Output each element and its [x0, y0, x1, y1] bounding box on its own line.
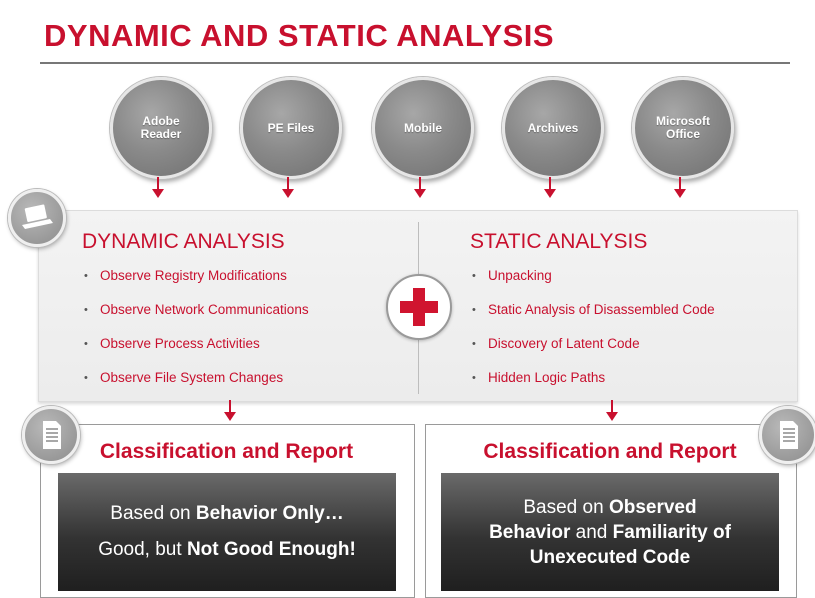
verdict-emphasis: Not Good Enough!: [186, 539, 356, 560]
verdict-line: Based on Observed: [523, 495, 696, 520]
input-label: Archives: [527, 120, 579, 135]
verdict-line: Unexecuted Code: [530, 545, 690, 570]
dynamic-analysis-title: DYNAMIC ANALYSIS: [82, 230, 285, 253]
document-icon: [759, 406, 815, 464]
arrow-down-icon: [606, 400, 618, 422]
list-item: Hidden Logic Paths: [470, 370, 715, 404]
dynamic-analysis-list: Observe Registry Modifications Observe N…: [82, 268, 309, 404]
laptop-icon: [8, 189, 66, 247]
list-item: Discovery of Latent Code: [470, 336, 715, 370]
input-label: PE Files: [267, 120, 315, 135]
verdict-emphasis: Unexecuted Code: [529, 546, 691, 568]
report-title-dynamic: Classification and Report: [99, 440, 354, 463]
verdict-emphasis: Familiarity of: [612, 521, 731, 543]
arrow-down-icon: [674, 177, 686, 199]
list-item: Unpacking: [470, 268, 715, 302]
verdict-line: Behavior and Familiarity of: [489, 520, 731, 545]
title-divider: [40, 62, 790, 64]
input-adobe-reader: Adobe Reader: [110, 77, 212, 179]
verdict-text: Based on: [523, 496, 609, 518]
static-verdict-box: Based on Observed Behavior and Familiari…: [441, 473, 779, 591]
input-label: Mobile: [404, 120, 442, 135]
list-item: Observe Registry Modifications: [82, 268, 309, 302]
arrow-down-icon: [282, 177, 294, 199]
page-title: DYNAMIC AND STATIC ANALYSIS: [44, 18, 555, 53]
list-item: Observe Process Activities: [82, 336, 309, 370]
dynamic-verdict-box: Based on Behavior Only… Good, but Not Go…: [58, 473, 396, 591]
arrow-down-icon: [152, 177, 164, 199]
arrow-down-icon: [414, 177, 426, 199]
input-pe-files: PE Files: [240, 77, 342, 179]
input-microsoft-office: Microsoft Office: [632, 77, 734, 179]
arrow-down-icon: [544, 177, 556, 199]
list-item: Observe File System Changes: [82, 370, 309, 404]
arrow-down-icon: [224, 400, 236, 422]
verdict-text: and: [570, 521, 613, 543]
list-item: Static Analysis of Disassembled Code: [470, 302, 715, 336]
verdict-emphasis: Behavior Only…: [195, 503, 344, 524]
input-label: Microsoft Office: [656, 114, 710, 141]
verdict-line: Based on Behavior Only…: [110, 496, 343, 532]
verdict-line: Good, but Not Good Enough!: [98, 532, 356, 568]
verdict-emphasis: Behavior: [489, 521, 571, 543]
plus-icon: [386, 274, 452, 340]
input-archives: Archives: [502, 77, 604, 179]
input-label: Adobe Reader: [140, 114, 182, 141]
list-item: Observe Network Communications: [82, 302, 309, 336]
static-analysis-title: STATIC ANALYSIS: [470, 230, 648, 253]
report-title-static: Classification and Report: [483, 440, 737, 463]
document-icon: [22, 406, 80, 464]
verdict-text: Based on: [110, 503, 196, 524]
verdict-text: Good, but: [98, 539, 187, 560]
input-mobile: Mobile: [372, 77, 474, 179]
static-analysis-list: Unpacking Static Analysis of Disassemble…: [470, 268, 715, 404]
verdict-emphasis: Observed: [608, 496, 697, 518]
